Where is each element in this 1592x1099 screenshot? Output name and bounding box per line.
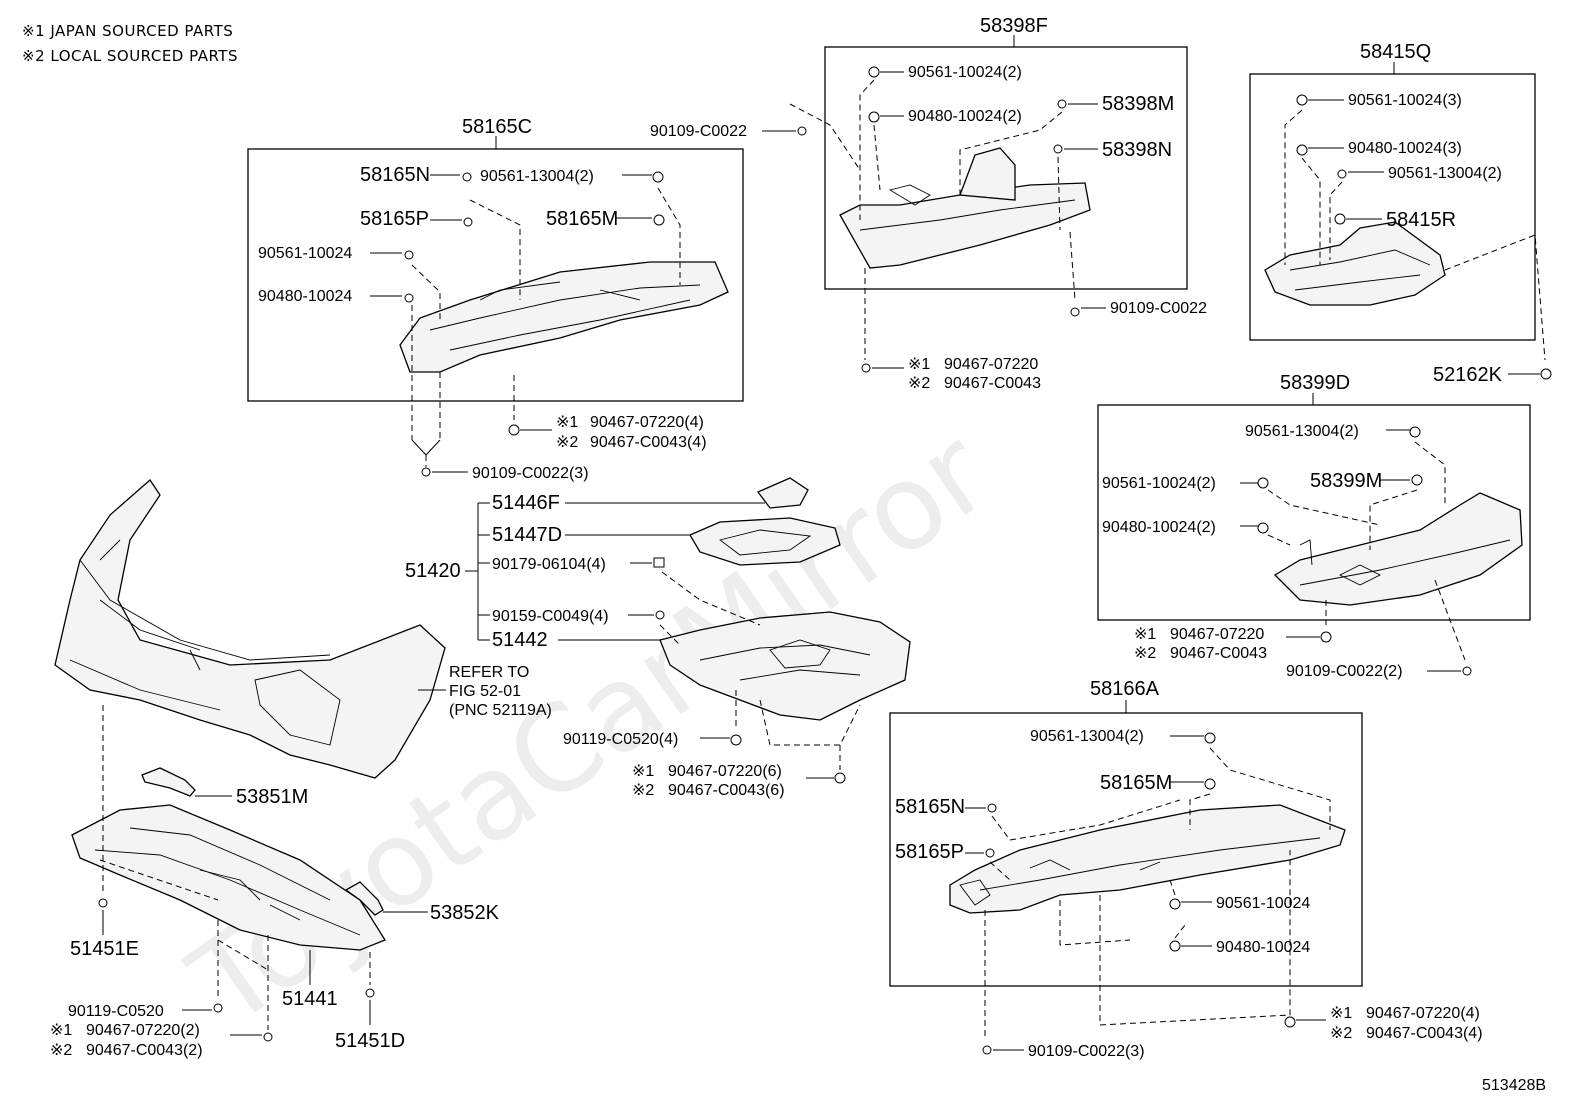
- label-90467-C0043-d: 90467-C0043: [1170, 645, 1267, 662]
- mark1-b: ※1: [908, 356, 930, 373]
- group-58166A: 58166A 90561-13004(2) 58165M 58165N 5816…: [889, 678, 1363, 1040]
- label-90467-C0043-4-a: 90467-C0043(4): [590, 434, 707, 451]
- front-bumper: [54, 479, 446, 779]
- label-90109-C0022-2-d: 90109-C0022(2): [1286, 663, 1403, 680]
- label-51441: 51441: [282, 988, 338, 1010]
- label-90561-10024-a: 90561-10024: [258, 245, 352, 262]
- label-58398M: 58398M: [1102, 93, 1174, 115]
- label-90179-06104-4: 90179-06104(4): [492, 556, 606, 573]
- legend-local: ※2 LOCAL SOURCED PARTS: [22, 47, 238, 65]
- label-58165P-e: 58165P: [895, 841, 964, 863]
- label-90561-10024-2-b: 90561-10024(2): [908, 64, 1022, 81]
- label-90119-C0520: 90119-C0520: [68, 1003, 164, 1020]
- label-53852K: 53852K: [430, 902, 500, 924]
- label-90480-10024-a: 90480-10024: [258, 288, 352, 305]
- group-title-58399D: 58399D: [1280, 372, 1350, 394]
- group-title-51420: 51420: [405, 560, 461, 582]
- label-51447D: 51447D: [492, 524, 562, 546]
- label-90467-C0043-6: 90467-C0043(6): [668, 782, 785, 799]
- label-51451D: 51451D: [335, 1030, 405, 1052]
- mark1-l: ※1: [50, 1022, 72, 1039]
- group-58165C: 58165C 58165N 90561-13004(2) 58165P 5816…: [247, 116, 744, 440]
- group-51420: 51420 51446F 51447D 90179-06104(4) 90159…: [405, 477, 911, 770]
- label-58165N-e: 58165N: [895, 796, 965, 818]
- label-90467-07220-b: 90467-07220: [944, 356, 1038, 373]
- mark2-m: ※2: [632, 782, 654, 799]
- label-90109-C0022-3-a: 90109-C0022(3): [472, 465, 589, 482]
- label-90109-C0022-b: 90109-C0022: [1110, 300, 1207, 317]
- label-90480-10024-e: 90480-10024: [1216, 939, 1310, 956]
- group-title-58166A: 58166A: [1090, 678, 1160, 700]
- label-58398N: 58398N: [1102, 139, 1172, 161]
- mark2-a: ※2: [556, 434, 578, 451]
- label-51442: 51442: [492, 629, 548, 651]
- label-90467-07220-2: 90467-07220(2): [86, 1022, 200, 1039]
- label-58165P-a: 58165P: [360, 208, 429, 230]
- label-refer-3: (PNC 52119A): [449, 702, 552, 719]
- mark1-a: ※1: [556, 414, 578, 431]
- label-52162K: 52162K: [1433, 364, 1503, 386]
- mark2-b: ※2: [908, 375, 930, 392]
- label-90467-07220-d: 90467-07220: [1170, 626, 1264, 643]
- group-58415Q: 58415Q 90561-10024(3) 90480-10024(3) 905…: [1249, 41, 1546, 361]
- label-58399M: 58399M: [1310, 470, 1382, 492]
- label-51446F: 51446F: [492, 492, 560, 514]
- label-90480-10024-2-d: 90480-10024(2): [1102, 519, 1216, 536]
- label-90561-13004-2-e: 90561-13004(2): [1030, 728, 1144, 745]
- label-53851M: 53851M: [236, 786, 308, 808]
- label-58165N-a: 58165N: [360, 164, 430, 186]
- label-90480-10024-2-b: 90480-10024(2): [908, 108, 1022, 125]
- label-refer-2: FIG 52-01: [449, 683, 521, 700]
- label-90467-C0043-4-e: 90467-C0043(4): [1366, 1025, 1483, 1042]
- mark2-l: ※2: [50, 1042, 72, 1059]
- mark2-e: ※2: [1330, 1025, 1352, 1042]
- label-90467-07220-6: 90467-07220(6): [668, 763, 782, 780]
- figure-code: 513428B: [1482, 1077, 1546, 1094]
- label-90467-C0043-b: 90467-C0043: [944, 375, 1041, 392]
- label-58415R: 58415R: [1386, 209, 1456, 231]
- label-51451E: 51451E: [70, 938, 139, 960]
- group-title-58398F: 58398F: [980, 15, 1048, 37]
- label-58165M-e: 58165M: [1100, 772, 1172, 794]
- part-51441: [71, 804, 386, 951]
- mark1-d: ※1: [1134, 626, 1156, 643]
- label-90119-C0520-4: 90119-C0520(4): [563, 731, 678, 748]
- group-title-58415Q: 58415Q: [1360, 41, 1431, 63]
- mark1-e: ※1: [1330, 1005, 1352, 1022]
- group-58398F: 58398F 90561-10024(2) 90480-10024(2) 583…: [824, 15, 1188, 360]
- mark2-d: ※2: [1134, 645, 1156, 662]
- label-90561-10024-3-c: 90561-10024(3): [1348, 92, 1462, 109]
- label-90467-C0043-2: 90467-C0043(2): [86, 1042, 203, 1059]
- label-90109-C0022-3-e: 90109-C0022(3): [1028, 1043, 1145, 1060]
- label-90561-13004-2-c: 90561-13004(2): [1388, 165, 1502, 182]
- label-90467-07220-4-e: 90467-07220(4): [1366, 1005, 1480, 1022]
- label-refer-1: REFER TO: [449, 664, 529, 681]
- label-90480-10024-3-c: 90480-10024(3): [1348, 140, 1462, 157]
- label-90467-07220-4-a: 90467-07220(4): [590, 414, 704, 431]
- label-58165M-a: 58165M: [546, 208, 618, 230]
- label-90561-10024-2-d: 90561-10024(2): [1102, 475, 1216, 492]
- mark1-m: ※1: [632, 763, 654, 780]
- group-title-58165C: 58165C: [462, 116, 532, 138]
- label-90561-10024-e: 90561-10024: [1216, 895, 1310, 912]
- label-90561-13004-2-a: 90561-13004(2): [480, 168, 594, 185]
- label-90561-13004-2-d: 90561-13004(2): [1245, 423, 1359, 440]
- label-90159-C0049-4: 90159-C0049(4): [492, 608, 609, 625]
- legend-japan: ※1 JAPAN SOURCED PARTS: [22, 22, 233, 40]
- label-90109-C0022-top: 90109-C0022: [650, 123, 747, 140]
- group-58399D: 58399D 90561-13004(2) 90561-10024(2) 583…: [1097, 372, 1531, 661]
